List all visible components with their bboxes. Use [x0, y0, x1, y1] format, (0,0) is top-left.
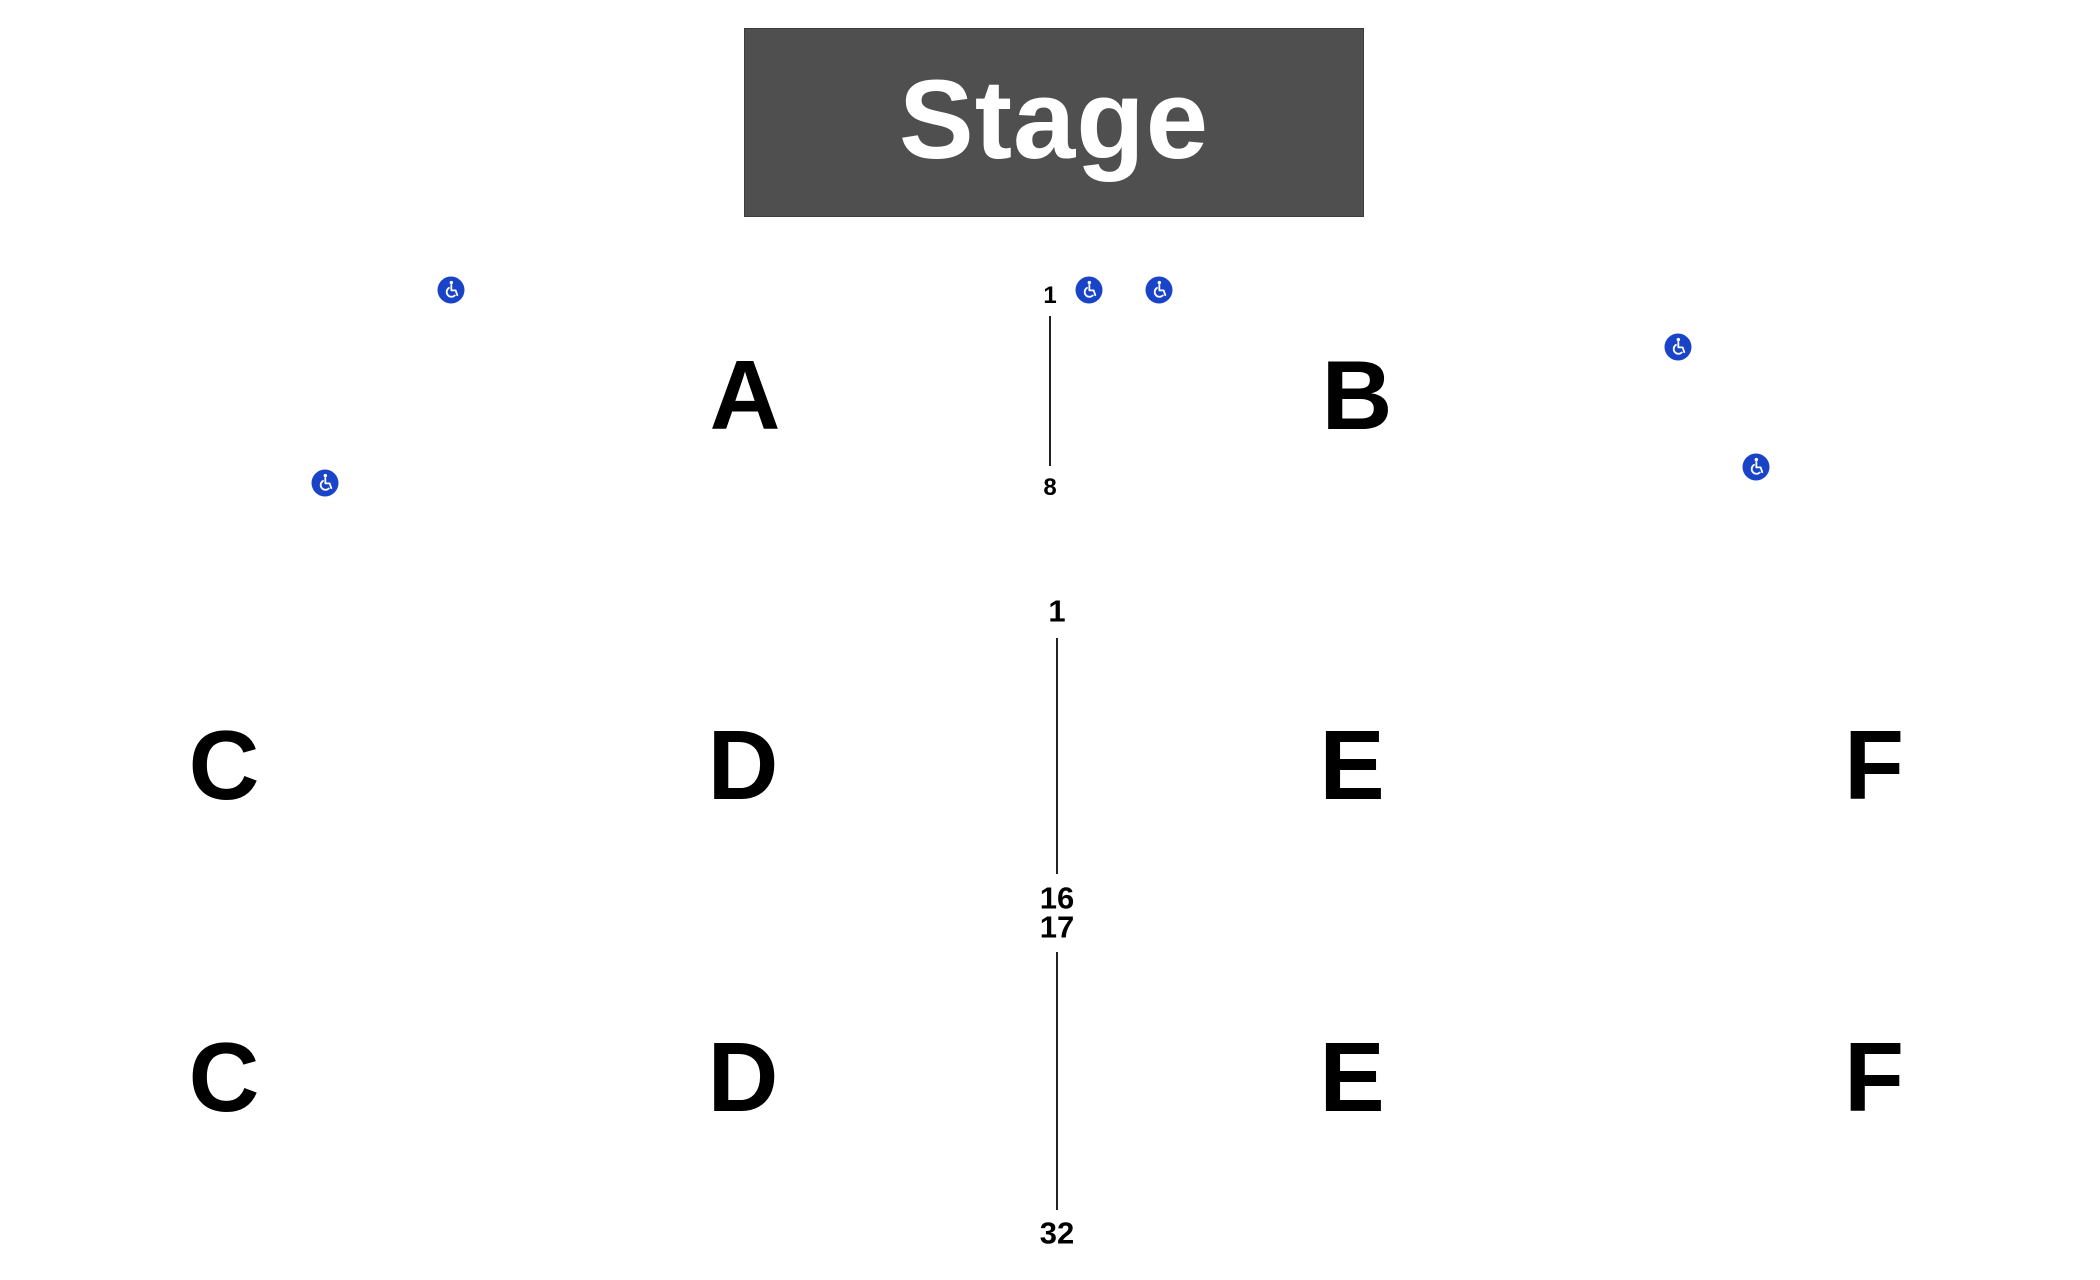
section-e-front[interactable]: E: [1319, 710, 1385, 820]
wheelchair-icon[interactable]: [1664, 333, 1692, 361]
section-d-rear[interactable]: D: [707, 1022, 779, 1132]
wheelchair-icon[interactable]: [437, 276, 465, 304]
row-label-front-first: 1: [1043, 282, 1057, 309]
section-a[interactable]: A: [709, 340, 781, 450]
section-c-front[interactable]: C: [188, 710, 260, 820]
aisle-line-front: [1049, 316, 1051, 466]
aisle-line-middle: [1056, 638, 1058, 874]
aisle-line-rear: [1056, 952, 1058, 1210]
section-b[interactable]: B: [1321, 340, 1393, 450]
stage-label: Stage: [899, 56, 1209, 182]
section-c-rear[interactable]: C: [188, 1022, 260, 1132]
section-f-front[interactable]: F: [1844, 710, 1904, 820]
section-d-front[interactable]: D: [707, 710, 779, 820]
section-f-rear[interactable]: F: [1844, 1022, 1904, 1132]
stage[interactable]: Stage: [744, 28, 1364, 217]
row-label-rear-first: 17: [1039, 909, 1075, 945]
row-label-middle-last: 16: [1039, 880, 1075, 916]
section-e-rear[interactable]: E: [1319, 1022, 1385, 1132]
wheelchair-icon[interactable]: [1145, 276, 1173, 304]
wheelchair-icon[interactable]: [1742, 453, 1770, 481]
wheelchair-icon[interactable]: [1075, 276, 1103, 304]
row-label-middle-first: 1: [1048, 593, 1066, 629]
wheelchair-icon[interactable]: [311, 469, 339, 497]
row-label-front-last: 8: [1043, 474, 1057, 501]
row-label-rear-last: 32: [1039, 1215, 1075, 1251]
